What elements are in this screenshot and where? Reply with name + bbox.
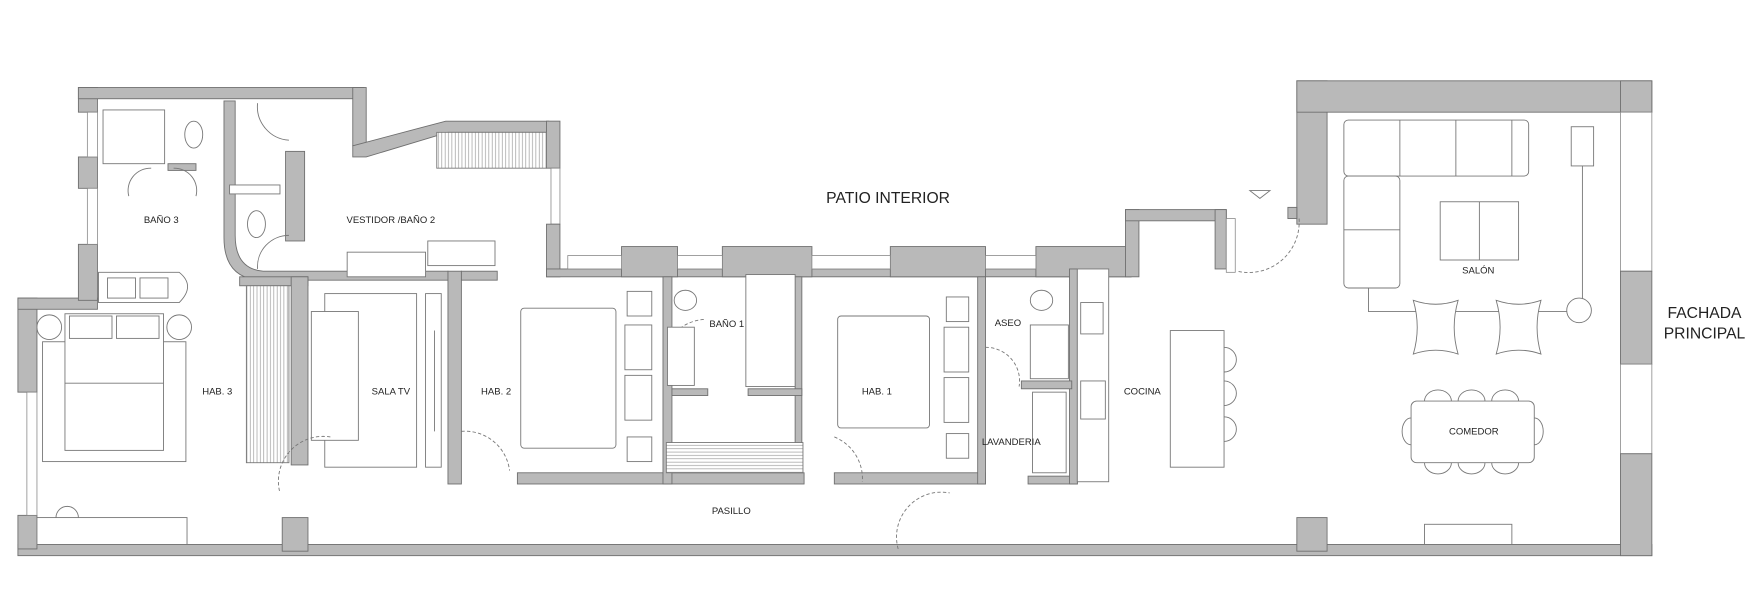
double-bed: [520, 307, 617, 449]
double-bed: [837, 315, 930, 429]
patio-label: PATIO INTERIOR: [826, 190, 950, 207]
kitchen-counter: [1076, 268, 1110, 483]
fachada-label-line1: FACHADA: [1668, 305, 1743, 322]
sectional-sofa: [1343, 119, 1530, 177]
tv-unit: [425, 293, 442, 468]
sofa: [310, 311, 359, 441]
sink: [667, 326, 695, 386]
dining-table: [1410, 400, 1535, 464]
kitchen-island: [1169, 330, 1225, 468]
entrance-marker-icon: [1248, 190, 1272, 199]
toilet-icon: [247, 210, 266, 239]
armchair: [1495, 299, 1542, 355]
room-labels: PATIO INTERIOR BAÑO 3 VESTIDOR /BAÑO 2 H…: [144, 190, 1746, 517]
bano3-label: BAÑO 3: [144, 215, 179, 226]
shower-tray: [102, 109, 166, 165]
sideboard: [1424, 523, 1513, 545]
fachada-label-line2: PRINCIPAL: [1664, 325, 1746, 342]
lavanderia-label: LAVANDERIA: [982, 437, 1041, 448]
salon-label: SALÓN: [1462, 265, 1494, 276]
cocina-label: COCINA: [1124, 386, 1162, 397]
hab3-label: HAB. 3: [202, 386, 232, 397]
comedor-label: COMEDOR: [1449, 427, 1499, 438]
toilet-icon: [1029, 289, 1054, 311]
walls: [17, 80, 1653, 557]
toilet-icon: [673, 289, 698, 311]
shower: [745, 274, 796, 388]
desk: [36, 517, 188, 545]
hab1-label: HAB. 1: [862, 386, 892, 397]
vestidor-vanity: [346, 251, 427, 278]
pasillo-label: PASILLO: [712, 506, 751, 517]
toilet-icon: [184, 120, 204, 149]
armchair: [1412, 299, 1459, 355]
vestidor-label: VESTIDOR /BAÑO 2: [347, 215, 436, 226]
bano1-label: BAÑO 1: [709, 319, 744, 330]
cooktop: [1080, 380, 1106, 420]
sala-tv-label: SALA TV: [372, 386, 411, 397]
furniture: [36, 103, 1595, 550]
aseo-label: ASEO: [995, 318, 1021, 329]
sink: [1029, 324, 1069, 380]
hab2-label: HAB. 2: [481, 386, 511, 397]
